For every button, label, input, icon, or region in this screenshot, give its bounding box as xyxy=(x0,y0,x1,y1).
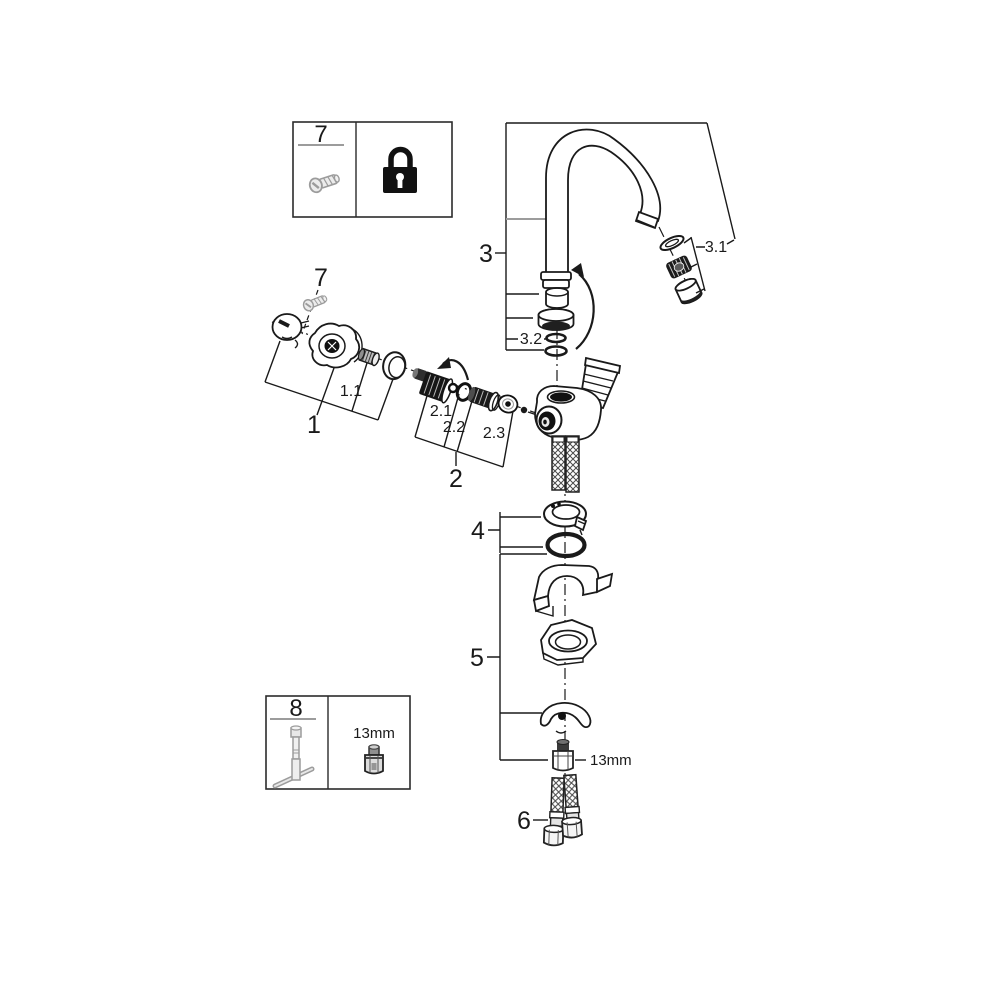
callout-2-2-label: 2.2 xyxy=(443,419,465,436)
parts-box-7: 7 xyxy=(292,121,453,218)
callout-6-label: 6 xyxy=(517,807,531,835)
callout-2-1-label: 2.1 xyxy=(430,403,452,420)
base-gasket xyxy=(540,619,597,666)
body-side-port xyxy=(535,405,563,435)
callout-4-label: 4 xyxy=(471,517,485,545)
spout-assembly: 3 3.2 xyxy=(479,122,736,357)
spout-collar-upper xyxy=(540,271,572,281)
body-top-port-rim xyxy=(546,390,576,404)
callout-1-label: 1 xyxy=(307,411,321,439)
socket-size-label: 13mm xyxy=(353,725,395,742)
callout-3-2: 3.2 xyxy=(506,331,548,348)
cartridge xyxy=(412,368,454,404)
check-ball-2-1 xyxy=(447,382,459,394)
supply-hose-right xyxy=(561,773,583,839)
retainer-ring xyxy=(543,500,588,536)
socket-wrench-icon xyxy=(272,725,315,789)
parts-box-7-number: 7 xyxy=(314,121,327,148)
callout-3: 3 xyxy=(479,122,736,351)
callout-5: 5 xyxy=(470,553,548,761)
cartridge-assembly: 2 2.1 2.2 2.3 xyxy=(412,357,538,493)
rotation-arrow-spout xyxy=(571,263,595,350)
spout xyxy=(545,128,662,274)
spout-cap-nut xyxy=(537,308,575,331)
callout-2-3-label: 2.3 xyxy=(483,425,505,442)
aerator-o-ring xyxy=(659,235,685,251)
supply-hose-left xyxy=(542,777,565,847)
body-hose xyxy=(551,435,580,493)
callout-2: 2 2.1 2.2 2.3 xyxy=(414,388,514,493)
spout-collar-lower xyxy=(542,279,570,289)
o-ring-4 xyxy=(545,531,587,559)
o-ring-3-2b xyxy=(544,345,568,357)
handle-assembly: 7 1 1.1 xyxy=(264,264,407,439)
parts-box-8: 8 13mm xyxy=(265,695,411,790)
parts-box-7-frame xyxy=(292,121,453,218)
mounting-clamp xyxy=(539,702,592,734)
callout-4: 4 xyxy=(471,512,543,553)
mounting-bolt xyxy=(552,739,574,772)
handle-knob xyxy=(308,322,363,369)
escutcheon-ring xyxy=(382,351,407,381)
washer-2-3 xyxy=(497,394,519,414)
parts-box-8-number: 8 xyxy=(289,695,302,722)
parts-box-8-frame xyxy=(265,695,411,790)
faucet-body xyxy=(534,356,622,493)
handle-cap xyxy=(271,313,310,349)
callout-3-1: 3.1 xyxy=(683,236,735,294)
callout-2-label: 2 xyxy=(449,465,463,493)
callout-6: 6 xyxy=(517,807,548,835)
bolt-size-label: 13mm xyxy=(575,752,632,769)
o-ring-3-2a xyxy=(545,332,567,344)
body-top-port xyxy=(550,392,572,402)
spout-tip-band xyxy=(634,210,660,230)
socket-bit-icon xyxy=(364,744,384,775)
check-ball-2-3 xyxy=(520,406,528,414)
mounting-assembly: 4 13mm xyxy=(470,500,632,772)
callout-3-label: 3 xyxy=(479,240,493,268)
callout-7-label: 7 xyxy=(314,264,328,292)
grub-screw-icon xyxy=(300,291,330,314)
aerator-housing xyxy=(674,277,703,305)
spout-sleeve xyxy=(545,287,569,309)
callout-1: 1 1.1 xyxy=(264,340,394,439)
rotation-arrow-cartridge xyxy=(437,357,470,381)
padlock-icon xyxy=(383,146,417,193)
callout-5-label: 5 xyxy=(470,644,484,672)
aerator-insert xyxy=(666,255,692,279)
wedge-spacer xyxy=(532,564,614,617)
supply-hoses: 6 xyxy=(517,773,583,847)
callout-3-1-label: 3.1 xyxy=(705,239,727,256)
callout-1-1-label: 1.1 xyxy=(340,383,362,400)
callout-3-2-label: 3.2 xyxy=(520,331,542,348)
adapter-bushing-1-1 xyxy=(357,347,380,367)
bolt-size-text: 13mm xyxy=(590,752,632,769)
